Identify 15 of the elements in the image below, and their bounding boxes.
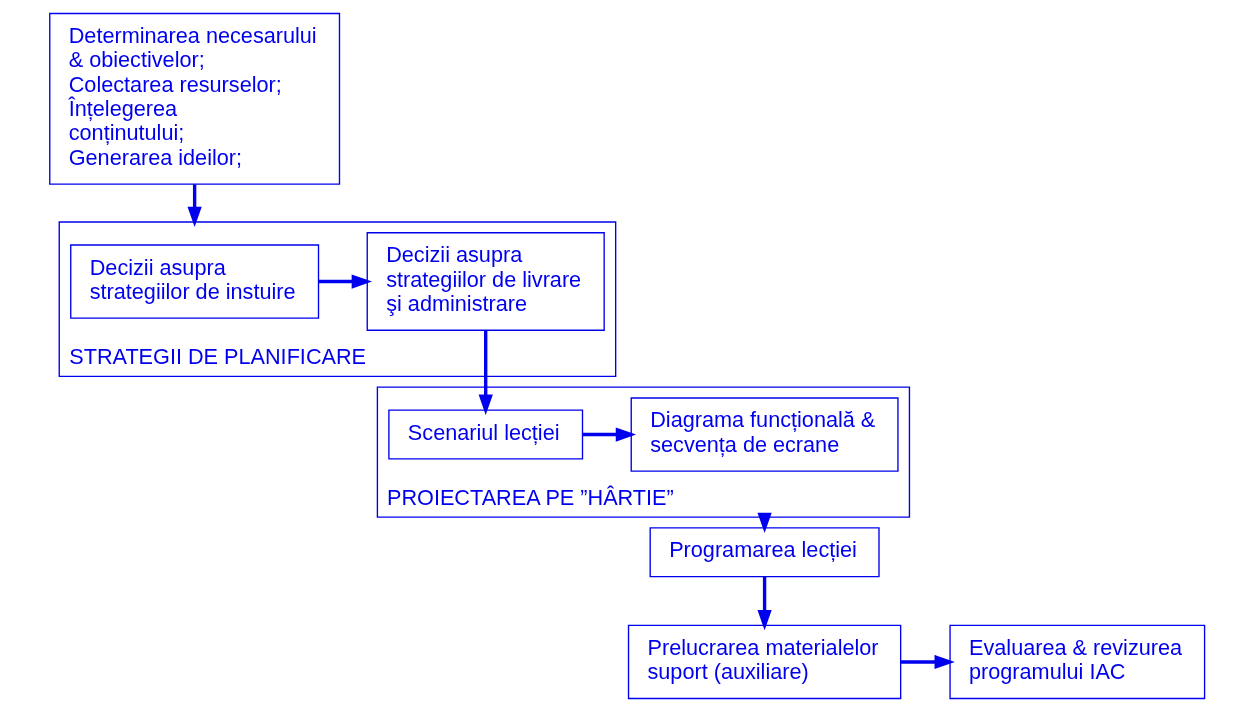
node-box: Programarea lecției [649,527,880,578]
arrow [900,654,955,670]
arrow [318,274,372,289]
node-box: Decizii asupra strategiilor de livrare şi administrare [366,232,605,331]
node-box: Scenariul lecției [388,409,584,460]
arrow [187,184,202,228]
node-box: Evaluarea & revizurea programului IAC [949,624,1206,700]
node-box: Determinarea necesarului & obiectivelor; Colectarea resurselor; Înțelegerea conținutului; Generarea ideilor; [49,12,341,185]
arrow [757,576,772,631]
node-box: Decizii asupra strategiilor de instuire [70,244,320,319]
node-box: Diagrama funcțională & secvența de ecrane [630,397,899,472]
arrow [582,427,637,442]
arrow [478,330,493,415]
node-box: Prelucrarea materialelor suport (auxiliare) [627,624,902,700]
arrow [757,512,772,533]
